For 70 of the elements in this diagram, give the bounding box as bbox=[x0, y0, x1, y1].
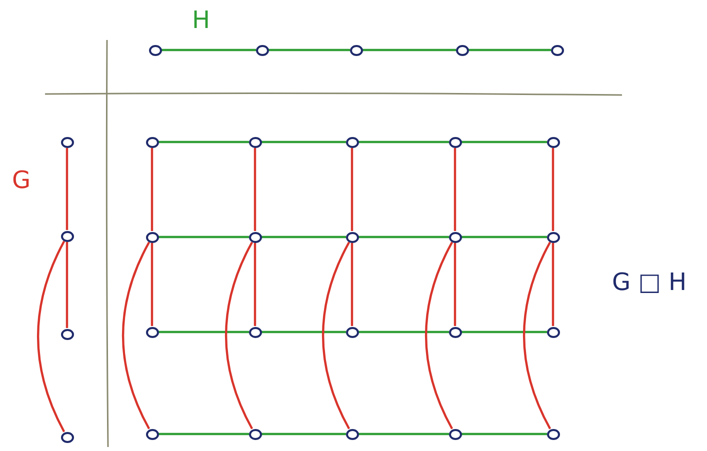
graph-edge bbox=[454, 243, 456, 326]
vertex-circle bbox=[550, 44, 564, 56]
graph-edge bbox=[358, 330, 449, 334]
graph-edge bbox=[424, 242, 454, 430]
graph-edge bbox=[66, 148, 68, 230]
vertex-circle bbox=[146, 326, 158, 338]
vertex-circle bbox=[448, 326, 462, 338]
graph-edge bbox=[358, 432, 449, 436]
graph-edge bbox=[350, 243, 354, 326]
vertex-circle bbox=[448, 136, 462, 148]
graph-edge bbox=[158, 330, 249, 334]
graph-edge bbox=[461, 330, 547, 334]
vertex-circle bbox=[60, 230, 74, 242]
graph-edge bbox=[150, 148, 154, 231]
graph-edge bbox=[158, 432, 249, 436]
graph-edge bbox=[122, 242, 150, 430]
vertex-circle bbox=[346, 326, 358, 338]
graph-label: G bbox=[12, 168, 31, 192]
vertex-circle bbox=[146, 136, 158, 148]
graph-edge bbox=[358, 236, 449, 238]
graph-edge bbox=[358, 140, 449, 144]
graph-edge bbox=[261, 330, 346, 334]
vertex-circle bbox=[146, 232, 158, 242]
vertex-circle bbox=[248, 136, 262, 148]
graph-edge bbox=[161, 48, 256, 52]
vertex-circle bbox=[456, 44, 468, 56]
vertex-circle bbox=[448, 428, 462, 440]
vertex-circle bbox=[60, 328, 74, 340]
graph-edge bbox=[261, 432, 346, 436]
vertex-circle bbox=[546, 326, 560, 338]
graph-edge bbox=[158, 140, 249, 144]
graph-edge bbox=[268, 48, 350, 52]
product-label: G □ H bbox=[612, 270, 687, 294]
graph-edge bbox=[158, 236, 249, 238]
vertex-circle bbox=[146, 428, 158, 440]
vertex-circle bbox=[346, 232, 358, 242]
graph-edge bbox=[254, 148, 256, 231]
vertex-circle bbox=[60, 136, 74, 148]
vertex-circle bbox=[546, 232, 560, 242]
vertex-circle bbox=[248, 232, 262, 242]
graph-edge bbox=[461, 236, 547, 238]
graph-edge bbox=[461, 432, 547, 436]
vertex-circle bbox=[546, 428, 560, 440]
graph-edge bbox=[468, 48, 551, 52]
vertex-circle bbox=[148, 44, 162, 56]
vertex-circle bbox=[350, 44, 362, 56]
graph-edge bbox=[461, 140, 547, 144]
graph-edge bbox=[37, 240, 66, 432]
vertex-circle bbox=[346, 428, 358, 440]
vertex-circle bbox=[248, 428, 262, 440]
graph-edge bbox=[261, 236, 346, 238]
graph-edge bbox=[254, 243, 256, 326]
vertex-circle bbox=[546, 136, 560, 148]
graph-edge bbox=[150, 243, 154, 326]
graph-edge bbox=[552, 243, 554, 326]
vertex-circle bbox=[346, 136, 358, 148]
graph-edge bbox=[261, 140, 346, 144]
vertex-circle bbox=[248, 326, 262, 338]
graph-edge bbox=[224, 242, 254, 430]
graph-edge bbox=[362, 48, 456, 52]
vertex-circle bbox=[256, 44, 268, 56]
graph-edge bbox=[66, 242, 68, 328]
graph-edge bbox=[454, 148, 456, 231]
graph-edge bbox=[552, 148, 554, 231]
graph-edge bbox=[350, 148, 354, 231]
graph-edge bbox=[322, 242, 350, 430]
graph-edge bbox=[522, 242, 552, 430]
graph-label: H bbox=[192, 8, 210, 32]
vertex-circle bbox=[448, 232, 462, 242]
vertex-circle bbox=[60, 432, 74, 442]
